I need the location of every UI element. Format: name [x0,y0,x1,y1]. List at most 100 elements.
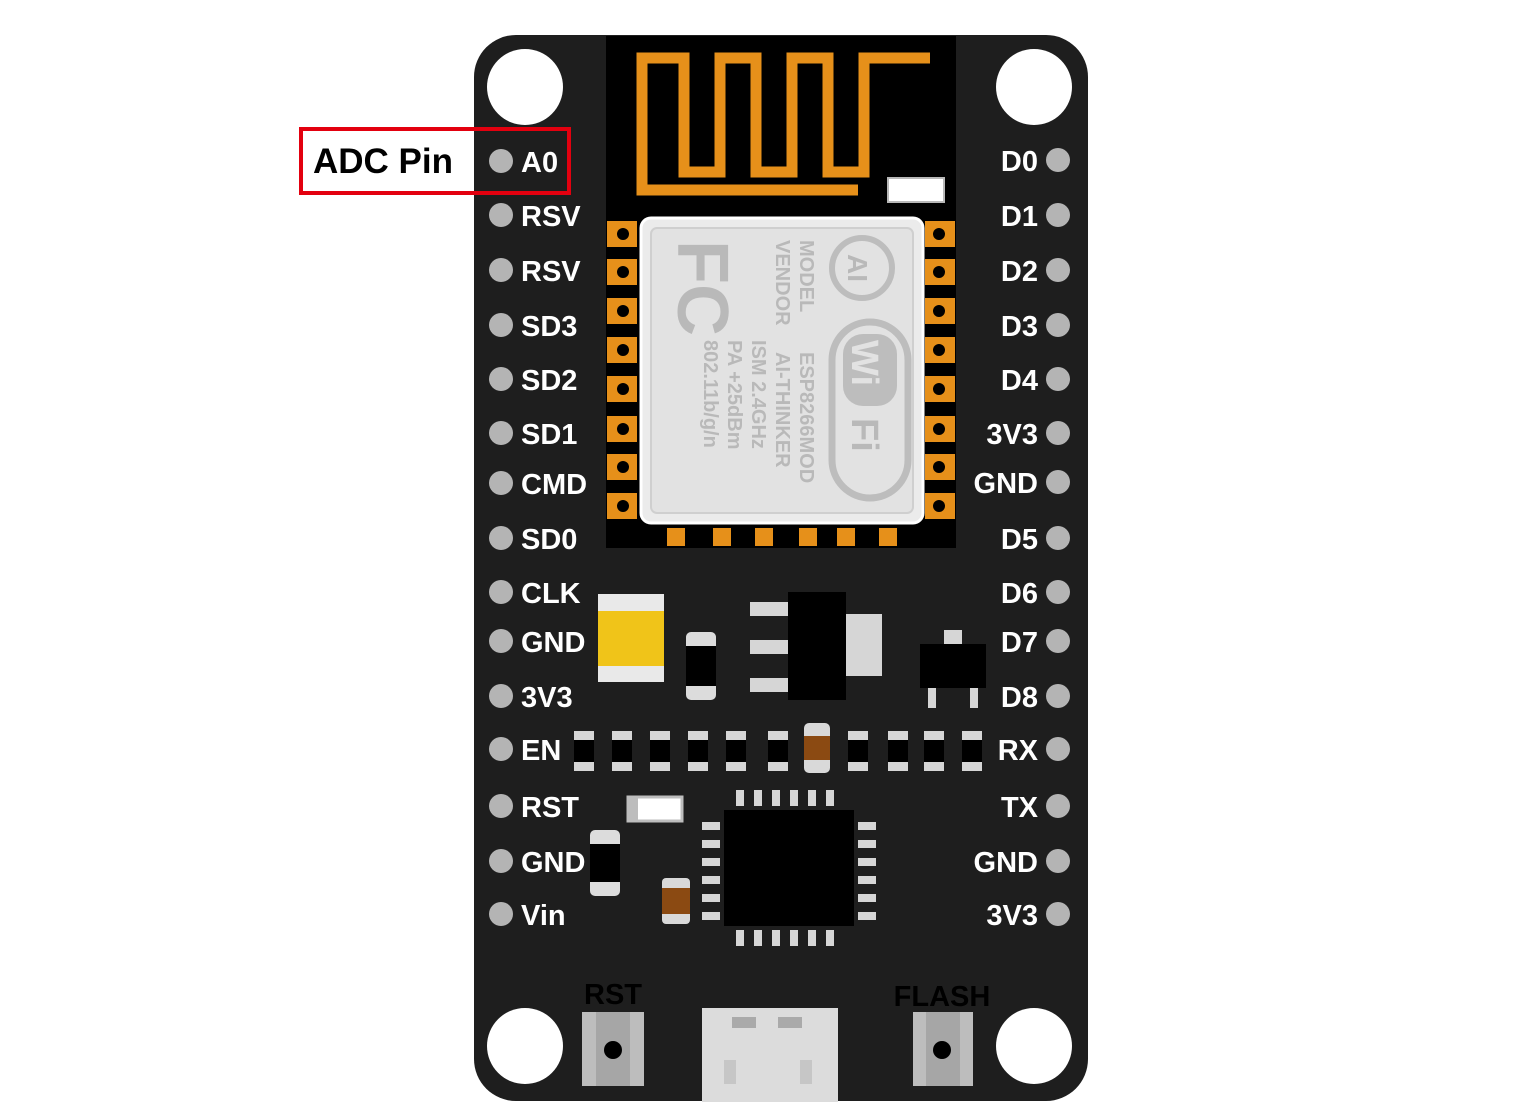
pin-dot-right [1046,902,1070,926]
pin-dot-right [1046,367,1070,391]
pin-dot-left [489,421,513,445]
resistor-row [574,723,982,773]
micro-usb-port[interactable] [702,1008,838,1102]
svg-text:AI: AI [842,254,873,282]
tantalum-capacitor [598,594,664,682]
module-text-vendor: VENDOR [771,240,793,326]
pin-label-right: D2 [1001,256,1038,288]
pin-label-left: GND [521,847,585,879]
module-pad [799,528,817,546]
module-pads-left [607,221,637,519]
mounting-hole-top-left [487,49,563,125]
pin-label-left: RST [521,792,579,824]
module-pad [713,528,731,546]
pin-label-right: 3V3 [986,419,1038,451]
pin-dot-right [1046,470,1070,494]
pin-label-right: D3 [1001,311,1038,343]
pin-label-left: 3V3 [521,682,573,714]
status-led [626,795,684,823]
pin-dot-right [1046,684,1070,708]
pin-label-right: D7 [1001,627,1038,659]
module-text-pa: PA +25dBm [723,340,745,449]
pin-label-right: D1 [1001,201,1038,233]
pin-dot-right [1046,421,1070,445]
module-pad [667,528,685,546]
pin-dot-right [1046,849,1070,873]
pin-label-right: D0 [1001,146,1038,178]
pin-dot-left [489,794,513,818]
shield-markings: FC MODEL VENDOR ESP8266MOD AI-THINKER IS… [662,240,817,483]
pin-label-left: SD0 [521,524,577,556]
mounting-hole-bottom-left [487,1008,563,1084]
pin-label-right: GND [974,847,1038,879]
pin-dot-left [489,471,513,495]
rst-button-label: RST [584,979,642,1011]
pin-label-left: SD3 [521,311,577,343]
pin-dot-right [1046,203,1070,227]
module-pad [879,528,897,546]
pin-label-right: TX [1001,792,1039,824]
ceramic-capacitor [662,878,690,924]
pin-dot-left [489,149,513,173]
module-pad [837,528,855,546]
svg-text:Wi: Wi [843,340,885,386]
pin-dot-right [1046,629,1070,653]
pin-label-left: CLK [521,578,581,610]
module-pads-right [925,221,955,519]
pcb-antenna-trace [636,52,930,196]
pin-dot-left [489,629,513,653]
pin-label-left: A0 [521,147,558,179]
pin-dot-right [1046,580,1070,604]
fc-logo: FC [662,240,742,336]
pin-dot-right [1046,737,1070,761]
mounting-hole-bottom-right [996,1008,1072,1084]
usb-uart-chip [702,790,876,946]
adc-pin-callout-box [299,127,571,195]
pin-dot-left [489,902,513,926]
rst-button[interactable] [582,1012,644,1086]
pin-dot-right [1046,526,1070,550]
pin-label-right: RX [998,735,1039,767]
pin-dot-left [489,313,513,337]
pin-dot-left [489,684,513,708]
pin-dot-right [1046,313,1070,337]
pin-dot-left [489,580,513,604]
smd-diode [686,632,716,700]
pin-label-left: RSV [521,256,581,288]
pin-label-left: SD1 [521,419,577,451]
pin-dot-left [489,203,513,227]
pin-dot-right [1046,794,1070,818]
wifi-logo: Wi Fi [828,318,912,502]
module-pad [755,528,773,546]
pin-dot-right [1046,148,1070,172]
smd-diode-2 [590,830,620,896]
module-text-model: MODEL [795,240,817,312]
flash-button[interactable] [913,1012,973,1086]
pin-label-right: D8 [1001,682,1038,714]
pin-dot-left [489,737,513,761]
pin-dot-right [1046,258,1070,282]
voltage-regulator [750,592,882,700]
pin-label-right: GND [974,468,1038,500]
svg-text:Fi: Fi [843,418,885,452]
pin-dot-left [489,367,513,391]
left-pin-header: A0RSVRSVSD3SD2SD1CMDSD0CLKGND3V3ENRSTGND… [489,147,587,932]
pin-label-right: D6 [1001,578,1038,610]
pin-label-right: 3V3 [986,900,1038,932]
pin-dot-left [489,258,513,282]
pin-label-left: Vin [521,900,566,932]
pin-label-left: CMD [521,469,587,501]
antenna-smd-component [887,177,945,203]
ai-thinker-logo: AI [829,235,895,301]
sot23-transistor [920,630,986,708]
pin-label-right: D4 [1001,365,1038,397]
flash-button-label: FLASH [894,981,991,1013]
module-text-80211: 802.11b/g/n [699,340,721,448]
pin-label-left: SD2 [521,365,577,397]
pin-dot-left [489,849,513,873]
pin-label-left: RSV [521,201,581,233]
module-text-ism: ISM 2.4GHz [747,340,769,449]
mounting-hole-top-right [996,49,1072,125]
